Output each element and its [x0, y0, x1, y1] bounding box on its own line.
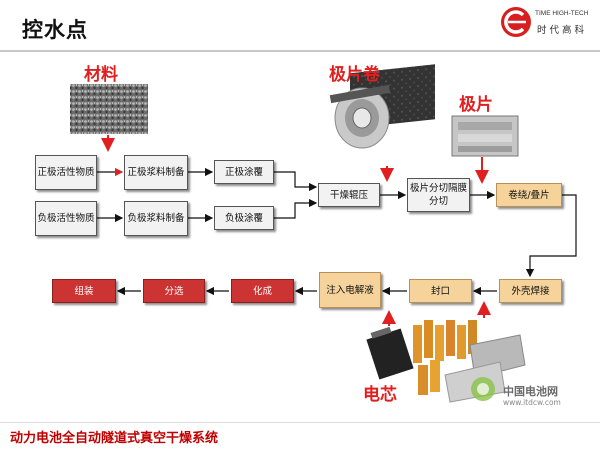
shell-welding-box: 外壳焊接: [499, 279, 562, 303]
logo-english-text: TIME HIGH-TECH: [535, 10, 589, 17]
slitting-box: 极片分切隔膜分切: [407, 178, 470, 212]
company-logo-icon: [501, 7, 531, 37]
watermark-url: www.itdcw.com: [503, 398, 561, 407]
electrode-roll-label: 极片卷: [329, 65, 380, 85]
title-divider: [0, 50, 600, 52]
page-title: 控水点: [22, 18, 88, 42]
material-powder-image: [70, 84, 148, 134]
electrode-sheet-label: 极片: [459, 95, 493, 115]
battery-cells-image: [366, 320, 526, 403]
negative-active-material-box: 负极活性物质: [35, 201, 97, 236]
cell-label: 电芯: [363, 385, 397, 405]
positive-slurry-box: 正极浆料制备: [124, 155, 188, 190]
sealing-box: 封口: [409, 279, 472, 303]
electrolyte-injection-box: 注入电解液: [319, 272, 381, 308]
positive-coating-box: 正极涂覆: [214, 160, 274, 184]
winding-stacking-box: 卷绕/叠片: [496, 183, 562, 207]
positive-active-material-box: 正极活性物质: [35, 155, 97, 190]
electrode-roll-image: [329, 64, 435, 149]
negative-slurry-box: 负极浆料制备: [124, 201, 188, 236]
sorting-box: 分选: [143, 279, 205, 303]
formation-box: 化成: [231, 279, 294, 303]
negative-coating-box: 负极涂覆: [214, 206, 274, 230]
materials-label: 材料: [84, 65, 118, 85]
logo-chinese-text: 时代高科: [537, 25, 588, 36]
assembly-box: 组装: [52, 279, 116, 303]
footer-bar: [0, 422, 600, 454]
electrode-sheet-image: [451, 115, 519, 157]
dry-press-box: 干燥辊压: [318, 183, 380, 207]
watermark-name: 中国电池网: [503, 385, 558, 398]
footer-caption: 动力电池全自动隧道式真空干燥系统: [10, 431, 219, 446]
